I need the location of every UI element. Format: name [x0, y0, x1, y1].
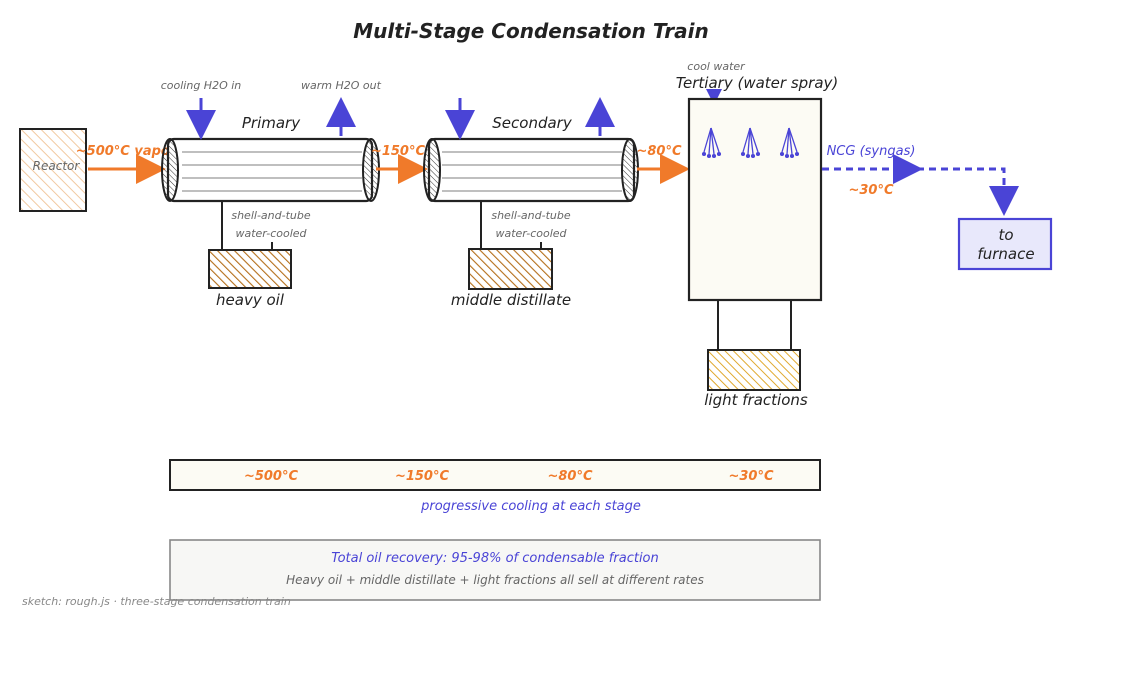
ncg-temp: ~30°C: [848, 183, 893, 198]
cooling-gradient-bar: [169, 459, 821, 491]
heavy-oil-label: heavy oil: [216, 291, 285, 309]
summary-headline: Total oil recovery: 95-98% of condensabl…: [331, 551, 659, 566]
diagram-title: Multi-Stage Condensation Train: [353, 19, 708, 43]
middle-distillate-tank: [468, 248, 553, 290]
reactor-label: Reactor: [33, 159, 81, 173]
summary-detail: Heavy oil + middle distillate + light fr…: [286, 573, 704, 587]
heavy-oil-tank: [208, 249, 292, 289]
middle-distillate-label: middle distillate: [451, 291, 571, 309]
gradient-temp-1: ~500°C: [244, 469, 299, 484]
secondary-label: Secondary: [492, 114, 573, 132]
vapor-inlet-temp: ~500°C vapor: [76, 144, 178, 159]
secondary-note-line1: shell-and-tube: [491, 209, 570, 222]
primary-note-line1: shell-and-tube: [231, 209, 310, 222]
spray-nozzle-icon: [779, 127, 800, 159]
secondary-note-line2: water-cooled: [495, 227, 567, 240]
ncg-to-furnace-arrow: [917, 167, 1019, 216]
primary-outlet-temp: ~150°C: [371, 144, 426, 159]
footer-caption: sketch: rough.js · three-stage condensat…: [22, 595, 291, 608]
gradient-temp-4: ~30°C: [728, 469, 773, 484]
light-fractions-tank: [707, 349, 801, 391]
reactor-box: Reactor: [19, 128, 87, 212]
furnace-label-line1: to: [998, 226, 1013, 244]
light-fractions-label: light fractions: [704, 391, 808, 409]
tertiary-label: Tertiary (water spray): [676, 74, 839, 92]
ncg-label: NCG (syngas): [827, 144, 916, 159]
gradient-temp-3: ~80°C: [547, 469, 592, 484]
secondary-condenser: [423, 137, 639, 203]
primary-note-line2: water-cooled: [235, 227, 307, 240]
spray-nozzle-icons: [701, 127, 800, 159]
primary-cooling-in-label: cooling H2O in: [161, 79, 242, 92]
primary-condenser: [161, 137, 380, 203]
furnace-box: [957, 217, 1053, 271]
tertiary-tower: [687, 97, 823, 302]
primary-warm-out-label: warm H2O out: [301, 79, 382, 92]
spray-nozzle-icon: [740, 127, 761, 159]
secondary-outlet-temp: ~80°C: [636, 144, 681, 159]
summary-box: [169, 539, 821, 601]
cool-water-label: cool water: [687, 60, 746, 73]
primary-label: Primary: [242, 114, 301, 132]
spray-nozzle-icon: [701, 127, 722, 159]
gradient-temp-2: ~150°C: [395, 469, 450, 484]
gradient-caption: progressive cooling at each stage: [420, 499, 641, 514]
furnace-label-line2: furnace: [977, 245, 1034, 263]
